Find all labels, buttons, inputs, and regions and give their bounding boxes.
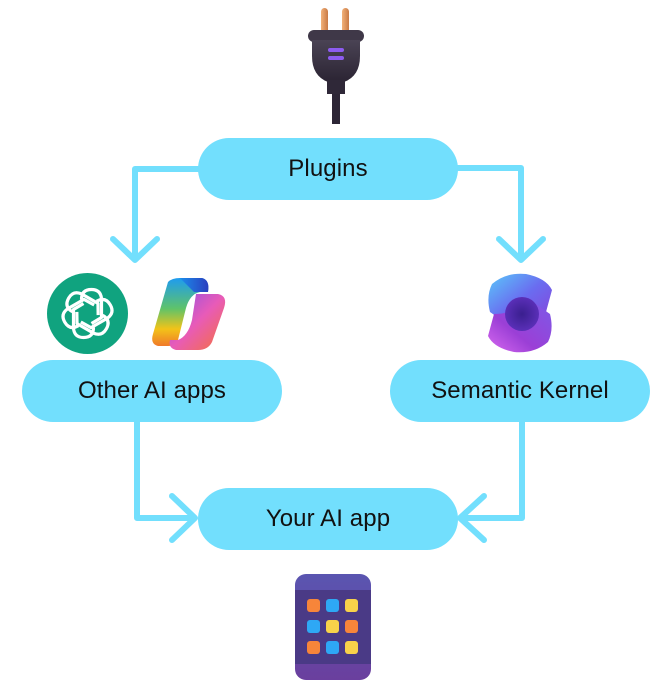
arrow-plugins-to-semantic-kernel <box>453 165 524 261</box>
semantic-kernel-node: Semantic Kernel <box>390 360 650 422</box>
semantic-kernel-icon <box>488 273 552 353</box>
plugins-label: Plugins <box>288 155 368 182</box>
arrow-other-ai-apps-to-your-ai-app <box>134 419 196 521</box>
other-ai-apps-node: Other AI apps <box>22 360 282 422</box>
arrowhead-plugins-to-semantic-kernel <box>496 236 546 263</box>
other-ai-apps-label: Other AI apps <box>77 377 227 404</box>
arrow-semantic-kernel-to-your-ai-app <box>459 419 525 521</box>
arrowhead-other-ai-apps-to-your-ai-app <box>169 493 198 543</box>
app-grid-tablet-icon <box>295 574 371 680</box>
microsoft-copilot-icon <box>152 278 226 350</box>
power-plug-icon <box>308 8 364 124</box>
your-ai-app-label: Your AI app <box>265 505 391 532</box>
openai-chatgpt-icon <box>47 273 128 354</box>
semantic-kernel-label: Semantic Kernel <box>431 377 609 404</box>
arrow-plugins-to-other-ai-apps <box>132 166 203 261</box>
plugins-node: Plugins <box>198 138 458 200</box>
arrowhead-semantic-kernel-to-your-ai-app <box>457 493 487 543</box>
arrowhead-plugins-to-other-ai-apps <box>110 236 160 263</box>
your-ai-app-node: Your AI app <box>198 488 458 550</box>
